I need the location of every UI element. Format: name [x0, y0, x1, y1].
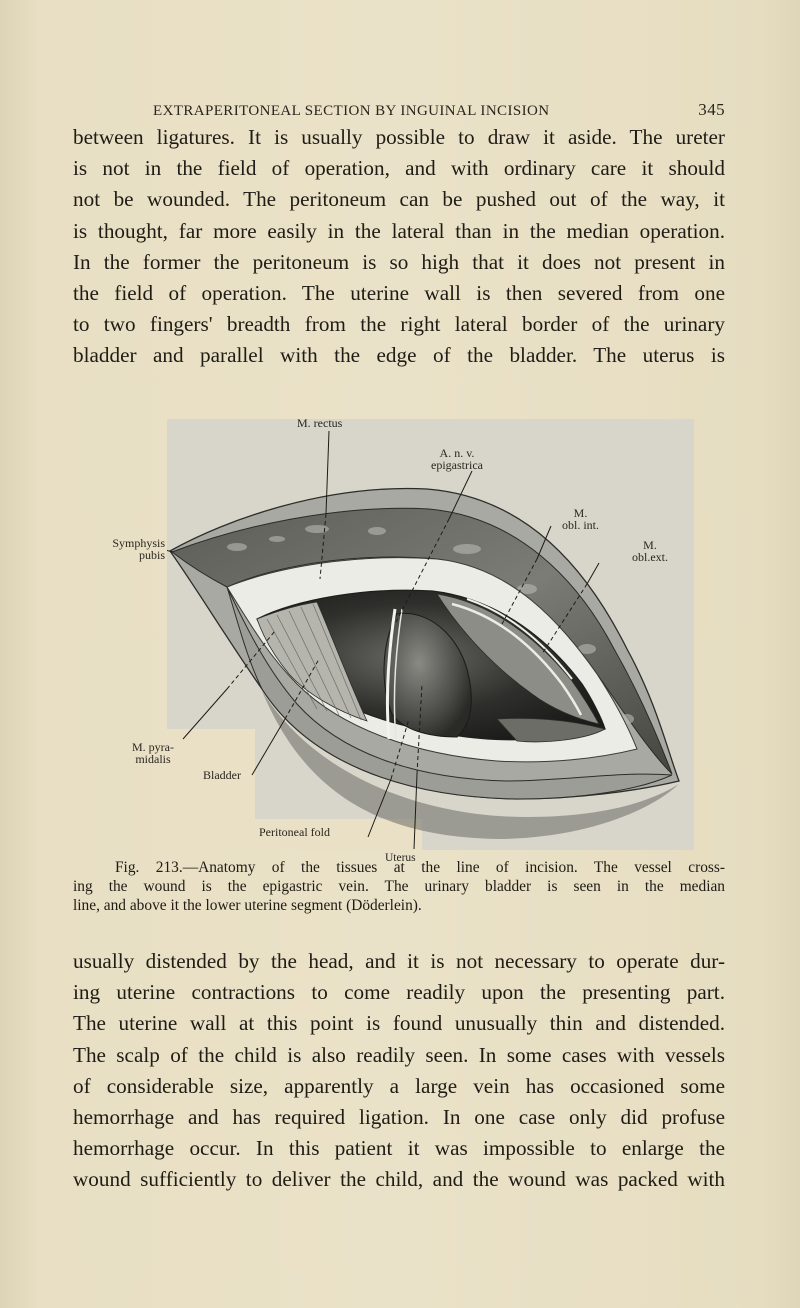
label-epigastrica: A. n. v. epigastrica [431, 447, 483, 471]
label-obl-ext-line2: obl.ext. [632, 550, 668, 564]
body-paragraph-after-figure: usually distended by the head, and it is… [73, 946, 725, 1196]
label-symphysis-pubis: Symphysis pubis [95, 537, 165, 561]
text-line: The uterine wall at this point is found … [73, 1011, 725, 1036]
label-peritoneal-fold: Peritoneal fold [259, 825, 330, 839]
leader-lines [167, 430, 600, 850]
label-pyramidalis-line1: M. pyra- [132, 740, 174, 754]
uterus-surface [383, 612, 472, 738]
label-pyramidalis: M. pyra- midalis [132, 741, 174, 765]
text-line: wound sufficiently to deliver the child,… [73, 1167, 725, 1192]
label-epigastrica-line2: epigastrica [431, 458, 483, 472]
text-line: hemorrhage and has required ligation. In… [73, 1104, 725, 1129]
label-obl-ext-line1: M. [643, 538, 657, 552]
incision-illustration [167, 430, 680, 850]
page-number: 345 [698, 100, 725, 119]
label-obl-int-line2: obl. int. [562, 518, 600, 532]
text-line: In the former the peritoneum is so high … [73, 249, 725, 274]
muscle-band-upper [170, 507, 673, 775]
text-line: between ligatures. It is usually possibl… [73, 125, 725, 149]
label-uterus: Uterus [385, 852, 416, 864]
text-line: bladder and parallel with the edge of th… [73, 343, 725, 368]
label-epigastrica-line1: A. n. v. [439, 446, 475, 460]
text-line: is not in the field of operation, and wi… [73, 156, 725, 181]
caption-line: line, and above it the lower uterine seg… [73, 897, 422, 914]
label-obl-int-line1: M. [573, 506, 588, 520]
label-symphysis-line1: Symphysis [112, 536, 165, 550]
text-line: the field of operation. The uterine wall… [73, 280, 725, 305]
text-line: hemorrhage occur. In this patient it was… [73, 1136, 725, 1161]
running-head: EXTRAPERITONEAL SECTION BY INGUINAL INCI… [153, 100, 725, 120]
text-line: The scalp of the child is also readily s… [73, 1042, 725, 1067]
running-head-title: EXTRAPERITONEAL SECTION BY INGUINAL INCI… [153, 103, 550, 119]
label-pyramidalis-line2: midalis [135, 752, 171, 766]
text-line: usually distended by the head, and it is… [73, 949, 725, 973]
pyramidalis-muscle [256, 601, 368, 722]
oblique-muscle-layers [436, 593, 600, 725]
text-line: ing uterine contractions to come readily… [73, 980, 725, 1005]
label-obl-int: M. obl. int. [562, 507, 599, 531]
figure-caption: Fig. 213.—Anatomy of the tissues at the … [73, 858, 725, 915]
caption-line: ing the wound is the epigastric vein. Th… [73, 878, 725, 895]
text-line: not be wounded. The peritoneum can be pu… [73, 187, 725, 212]
label-bladder: Bladder [203, 768, 241, 782]
caption-line: Fig. 213.—Anatomy of the tissues at the … [115, 859, 725, 876]
label-m-rectus: M. rectus [297, 416, 343, 430]
text-line: is thought, far more easily in the later… [73, 218, 725, 243]
label-symphysis-line2: pubis [138, 548, 165, 562]
body-paragraph-before-figure: between ligatures. It is usually possibl… [73, 122, 725, 372]
figure-plate-cutout [167, 729, 255, 850]
text-line: to two fingers' breadth from the right l… [73, 312, 725, 337]
figure-plate-cutout [255, 819, 422, 850]
label-obl-ext: M. obl.ext. [632, 539, 668, 563]
anatomical-figure: M. rectus A. n. v. epigastrica Symphysis… [112, 416, 694, 864]
text-line: of considerable size, apparently a large… [73, 1073, 725, 1098]
